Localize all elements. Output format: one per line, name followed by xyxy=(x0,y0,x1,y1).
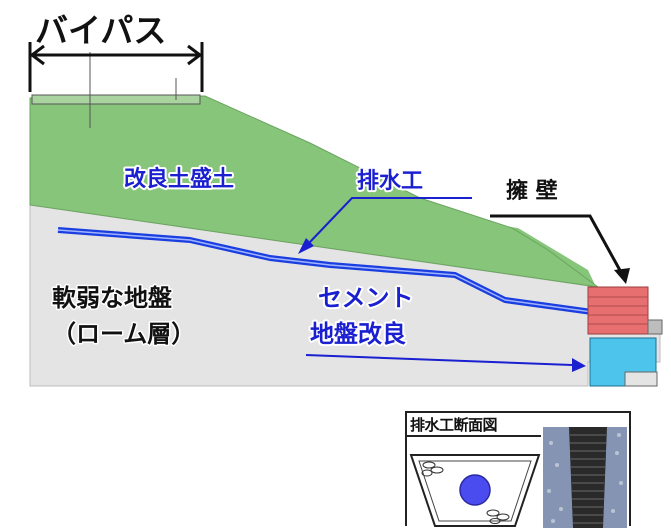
drainage-label: 排水工 xyxy=(357,169,423,194)
inset-title-underline xyxy=(407,435,541,437)
retaining-wall xyxy=(587,286,663,335)
drain-pipe-section xyxy=(459,474,491,506)
ground-improvement-label: 地盤改良 xyxy=(310,320,406,348)
drain-pipe-photo xyxy=(543,427,627,528)
drainage-leader-line xyxy=(298,197,472,254)
cement-label: セメント xyxy=(318,284,414,312)
gravel-stones xyxy=(421,461,510,524)
improved-embankment-label: 改良土盛土 xyxy=(124,166,234,192)
bypass-dimension-arrow xyxy=(28,42,204,92)
retaining-wall-leader-line xyxy=(490,214,630,284)
cement-leader-line xyxy=(305,354,586,372)
loam-layer-label: （ローム層） xyxy=(52,320,195,348)
bypass-road xyxy=(31,94,201,105)
soft-ground-label: 軟弱な地盤 xyxy=(52,284,173,312)
inset-figure xyxy=(409,427,627,528)
drainage-cross-section-inset: 排水工断面図 xyxy=(405,411,631,528)
retaining-wall-label: 擁 壁 xyxy=(506,178,558,204)
inset-title: 排水工断面図 xyxy=(410,416,498,434)
bypass-label: バイパス xyxy=(35,11,166,50)
embankment-body xyxy=(29,95,599,288)
